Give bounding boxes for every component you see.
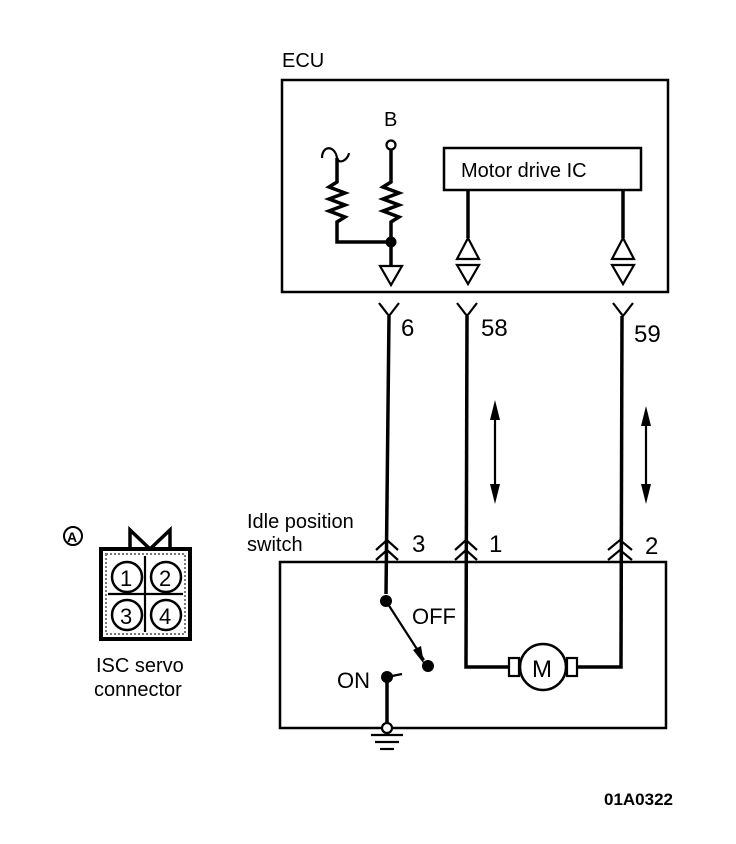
isc-servo-connector-icon: 1 2 3 4 — [99, 525, 192, 641]
connector-caption-1: ISC servo — [96, 655, 184, 677]
io-triangles-58-icon — [455, 235, 481, 287]
switch-contact-off-icon — [422, 660, 434, 672]
ecu-terminal-6: 6 — [378, 302, 414, 595]
ecu-terminal-59: 59 — [612, 302, 661, 663]
servo-terminal-1: 1 — [454, 531, 502, 561]
svg-text:59: 59 — [634, 321, 661, 348]
connector-pin-4: 4 — [159, 604, 171, 629]
ecu-box — [280, 78, 670, 294]
supply-b-label: B — [384, 109, 397, 131]
ground-icon — [371, 721, 403, 751]
motor-drive-ic-label: Motor drive IC — [461, 160, 587, 182]
servo-terminal-2: 2 — [607, 533, 658, 561]
resistor-filter-icon — [320, 147, 391, 244]
connector-caption-2: connector — [94, 679, 182, 701]
svg-text:2: 2 — [645, 533, 658, 560]
isc-servo-box — [278, 560, 668, 730]
connector-pin-1: 1 — [120, 566, 132, 591]
switch-on-label: ON — [337, 668, 370, 693]
bidirectional-arrow-icon — [641, 406, 651, 504]
connector-pin-2: 2 — [159, 566, 171, 591]
switch-off-label: OFF — [412, 604, 456, 629]
svg-text:1: 1 — [489, 531, 502, 558]
io-triangles-59-icon — [610, 235, 636, 287]
svg-text:58: 58 — [481, 315, 508, 342]
servo-terminal-3: 3 — [375, 531, 425, 561]
connector-marker: A — [63, 526, 83, 546]
supply-terminal-icon — [385, 139, 397, 151]
motor-icon: M — [507, 642, 579, 692]
bidirectional-arrow-icon — [490, 400, 500, 504]
input-triangle-icon — [378, 264, 404, 288]
ecu-label: ECU — [282, 50, 324, 72]
motor-drive-ic-box — [442, 146, 643, 192]
svg-text:M: M — [532, 656, 552, 683]
switch-arm-arrow-icon — [413, 646, 424, 664]
connector-pin-3: 3 — [120, 604, 132, 629]
resistor-pullup-icon — [378, 150, 404, 242]
svg-text:3: 3 — [412, 531, 425, 558]
ecu-terminal-58: 58 — [456, 302, 508, 663]
idle-switch-label-1: Idle position — [247, 511, 354, 533]
svg-text:A: A — [67, 529, 77, 545]
idle-switch-label-2: switch — [247, 534, 303, 556]
figure-code: 01A0322 — [604, 790, 673, 809]
svg-text:6: 6 — [401, 315, 414, 342]
